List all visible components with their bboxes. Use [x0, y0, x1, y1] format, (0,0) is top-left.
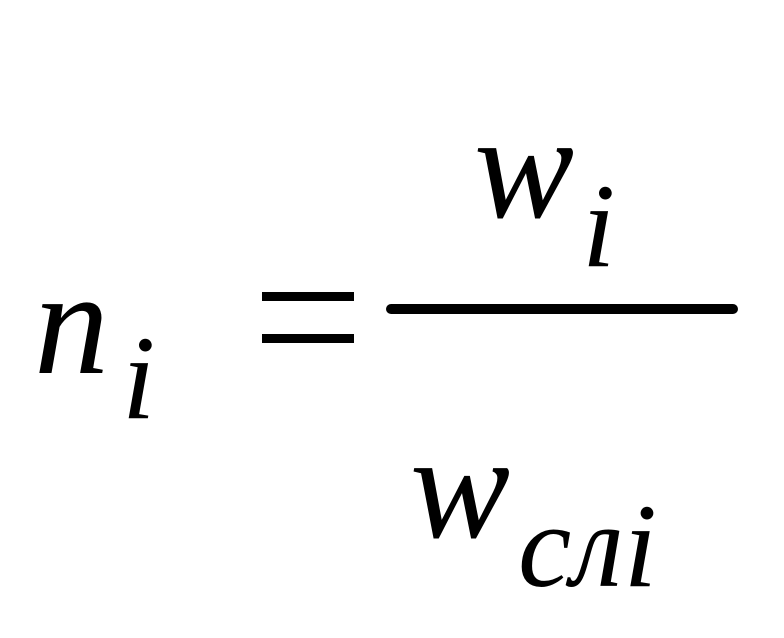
- numerator-subscript: i: [582, 159, 616, 292]
- lhs-subscript: i: [122, 311, 156, 444]
- lhs-variable: n: [34, 240, 109, 406]
- denominator-variable: w: [410, 404, 511, 570]
- equals-bar-bottom: [262, 334, 354, 343]
- fraction-bar: [386, 304, 738, 314]
- equals-sign: [262, 292, 354, 344]
- equals-bar-top: [262, 292, 354, 301]
- denominator-subscript: слi: [518, 479, 657, 612]
- numerator-variable: w: [474, 84, 575, 250]
